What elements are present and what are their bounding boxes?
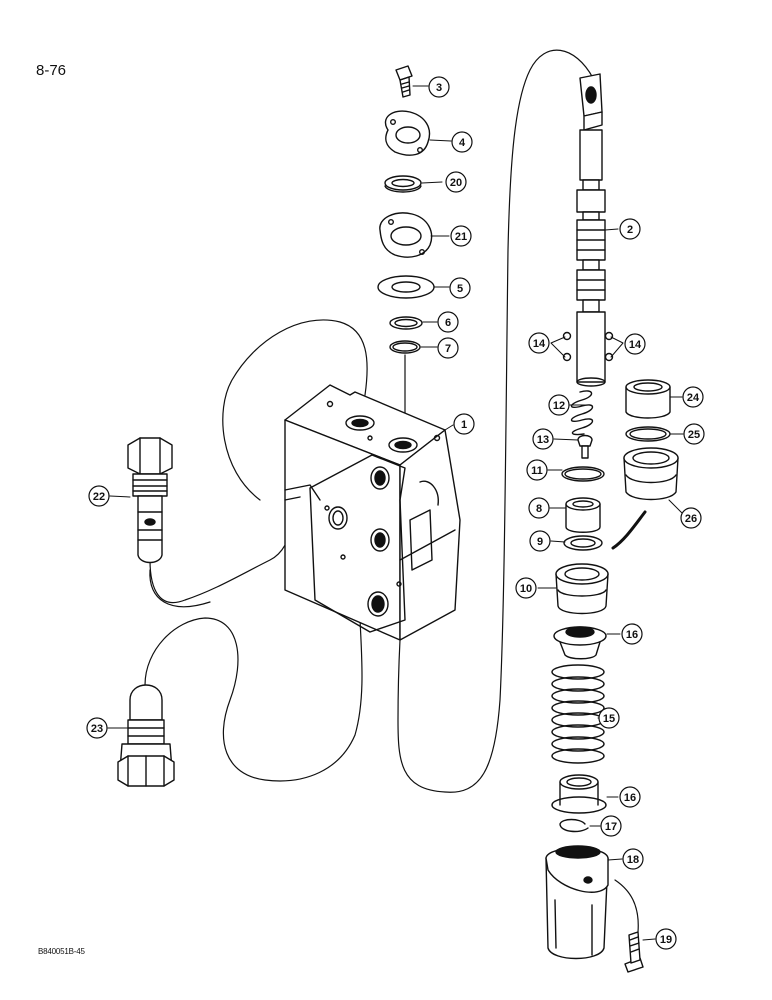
svg-text:4: 4 (459, 137, 466, 149)
svg-text:22: 22 (93, 491, 105, 503)
callout-15: 15 (598, 707, 620, 729)
svg-text:7: 7 (445, 343, 451, 355)
callout-19: 19 (655, 928, 677, 950)
callout-2: 2 (619, 218, 641, 240)
svg-text:20: 20 (450, 177, 462, 189)
svg-text:16: 16 (624, 792, 636, 804)
part-9-ring (563, 535, 603, 551)
callout-8: 8 (528, 497, 550, 519)
part-2-spool (576, 73, 606, 387)
part-26-cap (623, 447, 679, 501)
callout-23: 21 (450, 225, 472, 247)
part-11-oring (561, 466, 605, 482)
svg-text:16: 16 (626, 629, 638, 641)
callout-13: 13 (532, 428, 554, 450)
svg-text:11: 11 (531, 465, 543, 477)
callout-14-right: 14 (624, 333, 646, 355)
callout-20: 22 (88, 485, 110, 507)
svg-text:2: 2 (627, 224, 633, 236)
part-13-pin (577, 434, 593, 459)
callout-25: 25 (683, 423, 705, 445)
callout-22: 20 (445, 171, 467, 193)
svg-text:12: 12 (553, 400, 565, 412)
part-3-screw (395, 65, 413, 98)
part-1-valve-body (284, 384, 461, 641)
part-20-relief-valve (127, 437, 173, 564)
svg-text:9: 9 (537, 536, 543, 548)
svg-text:17: 17 (605, 821, 617, 833)
part-25-ring (625, 426, 671, 442)
callout-leaders (107, 85, 684, 941)
svg-text:6: 6 (445, 317, 451, 329)
svg-text:5: 5 (457, 283, 463, 295)
part-16-washer-top (553, 626, 607, 660)
svg-text:3: 3 (436, 82, 442, 94)
part-24-sleeve (625, 379, 671, 419)
callout-16-top: 16 (621, 623, 643, 645)
callout-11: 11 (526, 459, 548, 481)
part-15-spring (551, 664, 605, 764)
part-22-seal (384, 175, 422, 193)
part-19-bolt (624, 931, 644, 973)
svg-text:26: 26 (685, 513, 697, 525)
callout-5: 5 (449, 277, 471, 299)
svg-text:19: 19 (660, 934, 672, 946)
callout-18: 18 (622, 848, 644, 870)
callout-26: 26 (680, 507, 702, 529)
callout-3: 3 (428, 76, 450, 98)
callout-24: 24 (682, 386, 704, 408)
callout-4: 4 (451, 131, 473, 153)
bracket-26 (611, 510, 647, 550)
svg-text:25: 25 (688, 429, 700, 441)
part-7-oring (389, 340, 421, 354)
callouts: 3 4 20 21 5 6 7 1 2 14 14 12 13 11 8 9 1… (86, 76, 705, 950)
callout-16-bottom: 16 (619, 786, 641, 808)
part-21-relief-valve (117, 684, 175, 787)
svg-text:14: 14 (533, 338, 546, 350)
callout-17: 17 (600, 815, 622, 837)
page-number: 8-76 (36, 62, 67, 79)
svg-text:24: 24 (687, 392, 700, 404)
svg-text:23: 23 (91, 723, 103, 735)
callout-14-left: 14 (528, 332, 550, 354)
svg-text:13: 13 (537, 434, 549, 446)
svg-text:10: 10 (520, 583, 532, 595)
svg-text:1: 1 (461, 419, 467, 431)
callout-12: 12 (548, 394, 570, 416)
svg-text:18: 18 (627, 854, 639, 866)
callout-9: 9 (529, 530, 551, 552)
part-8-sleeve (565, 497, 601, 533)
part-6-ring (389, 316, 423, 330)
part-14-balls (562, 331, 614, 362)
figure-code: B840051B-45 (38, 947, 85, 956)
part-4-flange (384, 110, 431, 156)
callout-7: 7 (437, 337, 459, 359)
svg-text:8: 8 (536, 503, 542, 515)
callout-10: 10 (515, 577, 537, 599)
callout-1: 1 (453, 413, 475, 435)
part-16-washer-bottom (551, 774, 607, 814)
svg-text:15: 15 (603, 713, 615, 725)
part-5-washer (377, 275, 435, 299)
callout-21: 23 (86, 717, 108, 739)
part-12-spring (570, 390, 594, 436)
part-23-gasket (379, 212, 433, 258)
svg-text:21: 21 (455, 231, 467, 243)
part-17-snap-ring (559, 818, 589, 833)
part-18-cap (545, 845, 609, 960)
part-10-retainer (555, 563, 609, 615)
callout-6: 6 (437, 311, 459, 333)
svg-text:14: 14 (629, 339, 642, 351)
